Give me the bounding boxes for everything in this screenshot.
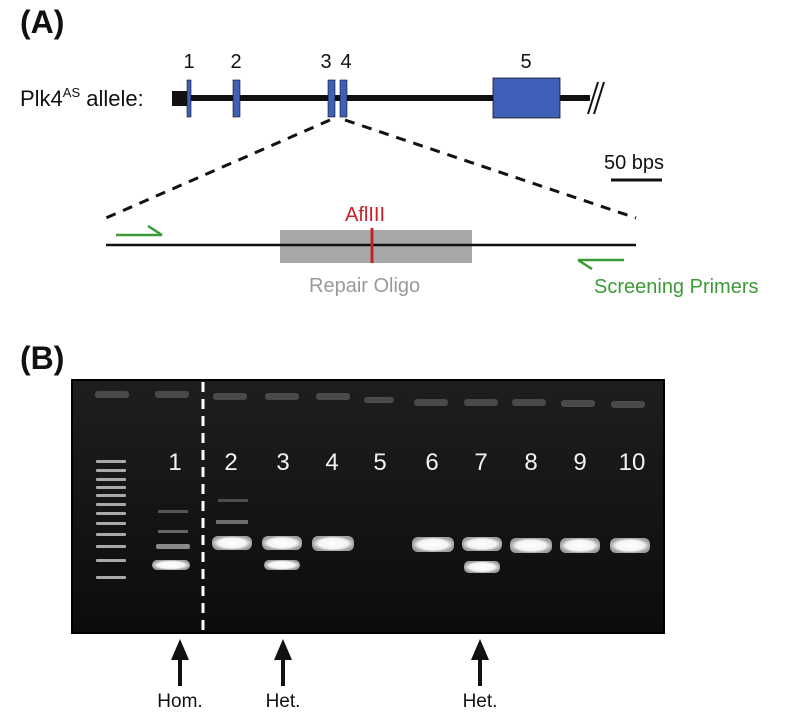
break-mark-1	[587, 81, 599, 115]
exon-number-2: 2	[230, 51, 242, 73]
allele-suffix: allele:	[80, 86, 144, 111]
break-mark-2	[593, 81, 605, 115]
lane-2-bands	[212, 499, 252, 550]
arrow-lane-1	[171, 639, 189, 686]
exon-1	[186, 79, 192, 118]
forward-primer-arrow	[116, 224, 163, 237]
gel-wells	[95, 391, 645, 408]
allele-gene-name: Plk4	[20, 86, 63, 111]
exon-number-1: 1	[183, 51, 195, 73]
lane-number-6: 6	[425, 449, 439, 476]
lane-8-band	[510, 538, 552, 553]
exon-3	[327, 79, 336, 118]
lane-number-3: 3	[276, 449, 290, 476]
panel-a-label: (A)	[20, 4, 65, 40]
repair-oligo-box	[280, 230, 472, 263]
exon-number-4: 4	[340, 51, 352, 73]
lane-number-5: 5	[373, 449, 387, 476]
lane-9-band	[560, 538, 600, 553]
reverse-primer-arrow	[577, 258, 624, 271]
lane-number-1: 1	[168, 449, 182, 476]
arrow-lane-3	[274, 639, 292, 686]
panel-b-label: (B)	[20, 340, 65, 376]
zoom-line-right	[344, 118, 637, 220]
lane-number-4: 4	[325, 449, 339, 476]
genotype-label-heterozygous-1: Het.	[265, 691, 301, 712]
arrow-lane-7	[471, 639, 489, 686]
lane-1-bands	[152, 510, 190, 570]
exon-5	[492, 77, 561, 119]
lane-3-bands	[262, 536, 302, 570]
allele-superscript: AS	[62, 85, 81, 100]
lane-6-band	[412, 537, 454, 552]
lane-10-band	[610, 538, 650, 553]
lane-number-10: 10	[618, 449, 646, 476]
lane-number-9: 9	[573, 449, 587, 476]
genotype-label-heterozygous-2: Het.	[462, 691, 498, 712]
exon-number-5: 5	[520, 51, 532, 73]
zoom-line-left	[105, 118, 331, 220]
exon-4	[339, 79, 348, 118]
dna-ladder	[96, 460, 126, 579]
screening-primers-label: Screening Primers	[594, 276, 759, 298]
exon-2	[232, 79, 241, 118]
repair-oligo-label: Repair Oligo	[309, 275, 421, 297]
lane-number-8: 8	[524, 449, 538, 476]
exon-number-3: 3	[320, 51, 332, 73]
genotype-label-homozygous: Hom.	[157, 691, 203, 712]
scale-bar-label: 50 bps	[604, 152, 665, 174]
lane-7-bands	[462, 537, 502, 573]
enzyme-site-label: AflIII	[345, 204, 386, 226]
lane-number-2: 2	[224, 449, 238, 476]
gel-image	[71, 379, 665, 634]
allele-label: Plk4AS allele:	[20, 85, 144, 112]
lane-number-7: 7	[474, 449, 488, 476]
lane-4-band	[312, 536, 354, 551]
